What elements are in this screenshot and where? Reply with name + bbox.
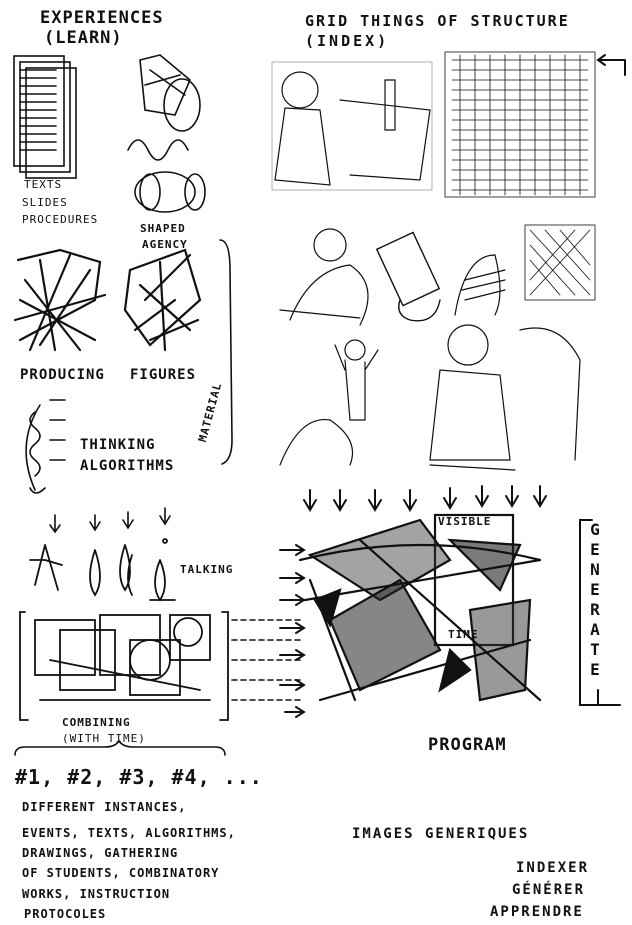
- label-apprendre: APPRENDRE: [490, 904, 584, 920]
- label-procedures: PROCEDURES: [22, 213, 98, 226]
- grid-arrow: [598, 55, 625, 75]
- arrows-into-program: [280, 545, 304, 717]
- photo-maze-grid-pattern: [445, 52, 595, 197]
- photo-pattern-small: [525, 225, 595, 300]
- photo-person-reading: [280, 229, 368, 325]
- label-generer: GÉNÉRER: [512, 882, 585, 898]
- label-generate: GENERATE: [586, 520, 604, 680]
- bottom-line-3: DRAWINGS, GATHERING: [22, 846, 178, 860]
- label-time: TIME: [448, 628, 479, 641]
- arrows-down-left: [50, 508, 170, 532]
- bottom-line-4: OF STUDENTS, COMBINATORY: [22, 866, 219, 880]
- combining-sketch: [20, 612, 228, 720]
- label-combining: COMBINING: [62, 716, 131, 729]
- label-algorithms: ALGORITHMS: [80, 458, 174, 474]
- bottom-line-2: EVENTS, TEXTS, ALGORITHMS,: [22, 826, 236, 840]
- photo-striped-shirt: [455, 255, 505, 315]
- shaped-objects-sketch: [128, 55, 205, 212]
- label-visible: VISIBLE: [438, 515, 491, 528]
- arrows-down-right: [304, 486, 546, 510]
- material-bracket: [220, 240, 232, 464]
- bottom-line-1: DIFFERENT INSTANCES,: [22, 800, 187, 814]
- label-texts: TEXTS: [24, 178, 62, 191]
- producing-figures-sketch: [15, 250, 200, 350]
- photo-person-at-table: [272, 62, 432, 190]
- label-slides: SLIDES: [22, 196, 68, 209]
- bottom-line-5: WORKS, INSTRUCTION: [22, 887, 170, 901]
- label-thinking: THINKING: [80, 437, 155, 453]
- label-indexer: INDEXER: [516, 860, 589, 876]
- label-instances-numbers: #1, #2, #3, #4, ...: [15, 765, 263, 789]
- photo-students-gathering: [280, 325, 580, 470]
- label-images-generiques: IMAGES GENERIQUES: [352, 826, 529, 842]
- label-shaped: SHAPED: [140, 222, 186, 235]
- talking-figures-sketch: [30, 539, 175, 600]
- heading-experiences: EXPERIENCES: [40, 8, 164, 28]
- bottom-line-6: PROTOCOLES: [24, 907, 106, 921]
- document-stack-sketch: [14, 56, 76, 178]
- label-agency: AGENCY: [142, 238, 188, 251]
- thinking-swirls-sketch: [26, 400, 65, 493]
- heading-learn: (LEARN): [44, 28, 123, 48]
- dashed-arrows: [232, 620, 300, 700]
- label-figures: FIGURES: [130, 367, 196, 383]
- photo-tablet-hand: [377, 232, 440, 320]
- program-collage-sketch: [300, 515, 540, 700]
- label-talking: TALKING: [180, 563, 233, 576]
- heading-grid-things: GRID THINGS OF STRUCTURE: [305, 12, 570, 30]
- generate-letters: GENERATE: [589, 520, 601, 680]
- heading-index: (INDEX): [305, 32, 389, 50]
- label-with-time: (WITH TIME): [62, 732, 146, 745]
- label-producing: PRODUCING: [20, 367, 105, 383]
- label-program: PROGRAM: [428, 735, 507, 755]
